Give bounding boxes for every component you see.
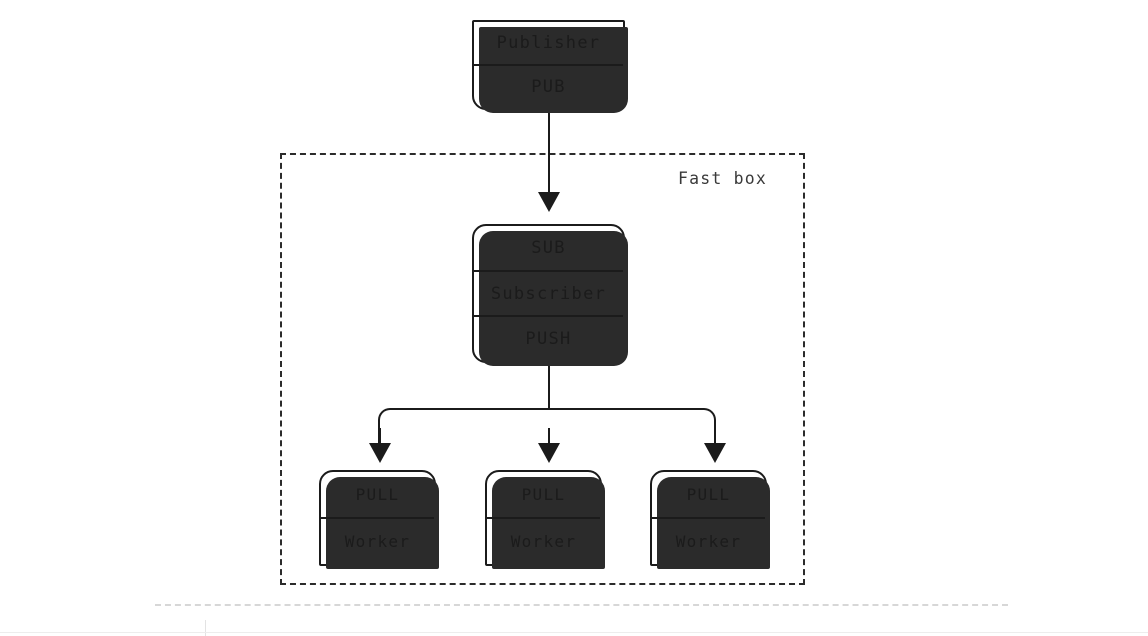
publisher-socket-row: PUB bbox=[474, 64, 623, 108]
page-artifact-horizontal-line bbox=[0, 632, 1148, 633]
connector-bus-to-worker-1 bbox=[378, 428, 381, 448]
worker-2-title-row: Worker bbox=[487, 517, 600, 564]
worker-3-title-row: Worker bbox=[652, 517, 765, 564]
fast-box-container bbox=[280, 153, 805, 585]
page-artifact-vertical-line bbox=[205, 620, 206, 636]
connector-bus-to-worker-3 bbox=[713, 428, 716, 448]
worker-node-3: PULL Worker bbox=[650, 470, 770, 569]
connector-bus-to-worker-2 bbox=[547, 428, 550, 448]
connector-publisher-to-subscriber bbox=[547, 110, 550, 198]
distribution-bus bbox=[378, 408, 716, 430]
page-divider-dashed bbox=[155, 604, 1008, 606]
arrowhead-to-subscriber bbox=[538, 192, 560, 212]
fast-box-label: Fast box bbox=[678, 169, 768, 188]
connector-subscriber-to-bus bbox=[547, 363, 550, 409]
publisher-title-row: Publisher bbox=[496, 33, 601, 53]
worker-1-socket-row: PULL bbox=[355, 485, 400, 504]
subscriber-node: SUB Subscriber PUSH bbox=[472, 224, 628, 366]
worker-node-1: PULL Worker bbox=[319, 470, 439, 569]
arrowhead-to-worker-1 bbox=[368, 443, 391, 463]
worker-1-title-row: Worker bbox=[321, 517, 434, 564]
worker-node-2: PULL Worker bbox=[485, 470, 605, 569]
subscriber-title-row: Subscriber bbox=[474, 269, 623, 316]
arrowhead-to-worker-3 bbox=[704, 443, 726, 463]
arrowhead-to-worker-2 bbox=[538, 443, 560, 463]
subscriber-sub-row: SUB bbox=[531, 237, 566, 258]
worker-3-socket-row: PULL bbox=[686, 485, 731, 504]
worker-2-socket-row: PULL bbox=[521, 485, 566, 504]
publisher-node: Publisher PUB bbox=[472, 20, 628, 113]
subscriber-push-row: PUSH bbox=[474, 315, 623, 361]
